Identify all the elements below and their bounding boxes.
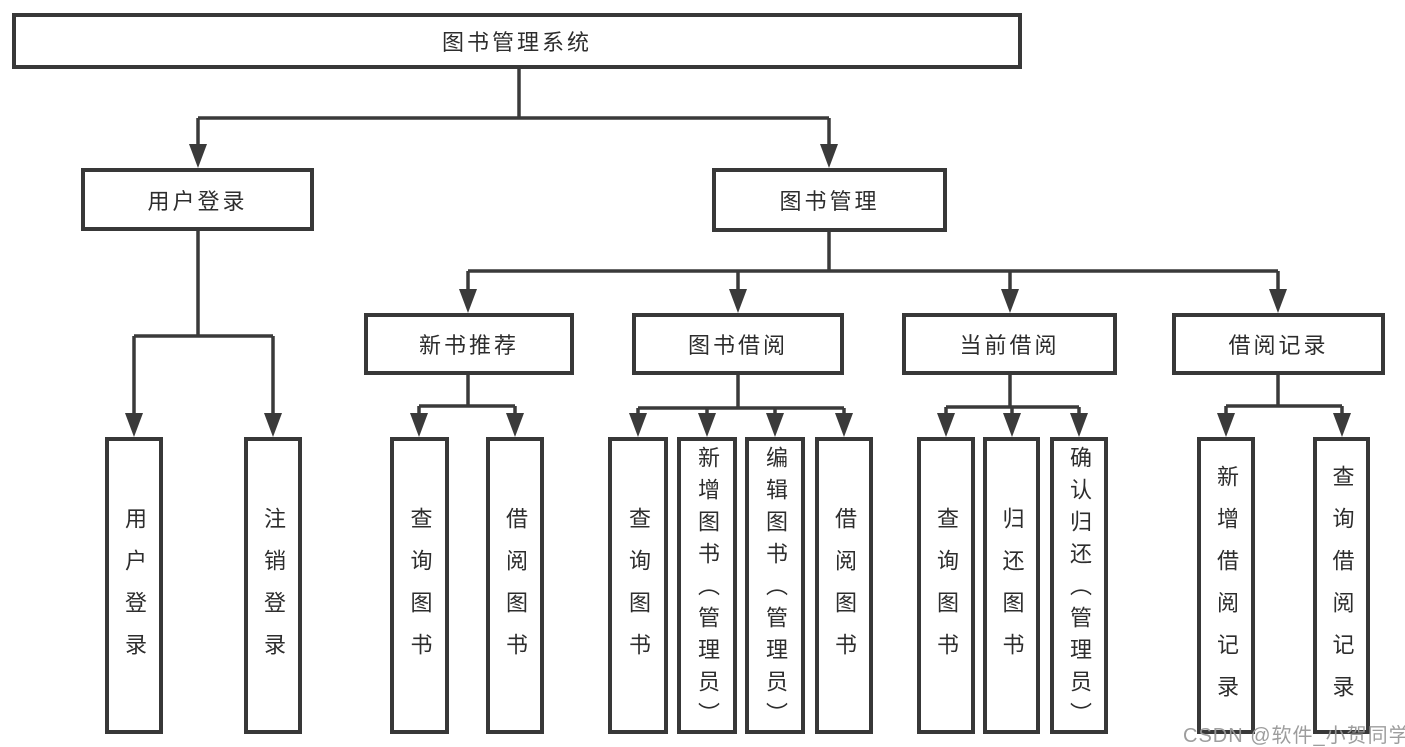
- leaf-borrowing-query-books: 查询图书: [608, 437, 668, 734]
- node-new-book-recommend: 新书推荐: [364, 313, 574, 375]
- leaf-add-books-admin-label: 新增图书（管理员）: [695, 446, 720, 734]
- node-library-system: 图书管理系统: [12, 13, 1022, 69]
- node-current-borrowing-label: 当前借阅: [959, 333, 1060, 358]
- watermark-text: CSDN @软件_小贺同学: [1183, 725, 1405, 747]
- leaf-recommend-query-books-label: 查询图书: [407, 506, 433, 675]
- node-user-login: 用户登录: [81, 168, 314, 231]
- leaf-logout-label: 注销登录: [261, 506, 286, 675]
- leaf-current-query-books-label: 查询图书: [934, 506, 959, 675]
- leaf-query-borrow-record-label: 查询借阅记录: [1329, 464, 1355, 717]
- leaf-logout: 注销登录: [244, 437, 302, 734]
- leaf-edit-books-admin: 编辑图书（管理员）: [745, 437, 805, 734]
- leaf-user-login: 用户登录: [105, 437, 163, 734]
- leaf-confirm-return-admin: 确认归还（管理员）: [1050, 437, 1108, 734]
- leaf-current-query-books: 查询图书: [917, 437, 975, 734]
- leaf-borrowing-borrow-books-label: 借阅图书: [832, 506, 857, 675]
- leaf-return-books: 归还图书: [983, 437, 1040, 734]
- node-new-book-recommend-label: 新书推荐: [418, 333, 519, 358]
- node-library-system-label: 图书管理系统: [441, 30, 592, 55]
- leaf-borrowing-query-books-label: 查询图书: [626, 506, 651, 675]
- node-borrowing-records: 借阅记录: [1172, 313, 1385, 375]
- node-book-management-label: 图书管理: [779, 189, 880, 214]
- leaf-add-books-admin: 新增图书（管理员）: [677, 437, 737, 734]
- leaf-recommend-borrow-books: 借阅图书: [486, 437, 544, 734]
- leaf-user-login-label: 用户登录: [122, 506, 147, 675]
- node-current-borrowing: 当前借阅: [902, 313, 1117, 375]
- leaf-query-borrow-record: 查询借阅记录: [1313, 437, 1370, 734]
- leaf-edit-books-admin-label: 编辑图书（管理员）: [763, 446, 788, 734]
- leaf-return-books-label: 归还图书: [999, 506, 1025, 675]
- leaf-add-borrow-record-label: 新增借阅记录: [1214, 464, 1239, 717]
- node-user-login-label: 用户登录: [147, 188, 248, 214]
- node-book-management: 图书管理: [712, 168, 947, 232]
- node-book-borrowing-label: 图书借阅: [687, 333, 788, 358]
- leaf-add-borrow-record: 新增借阅记录: [1197, 437, 1255, 734]
- leaf-recommend-query-books: 查询图书: [390, 437, 449, 734]
- node-book-borrowing: 图书借阅: [632, 313, 844, 375]
- leaf-recommend-borrow-books-label: 借阅图书: [503, 506, 528, 675]
- leaf-confirm-return-admin-label: 确认归还（管理员）: [1067, 446, 1092, 734]
- node-borrowing-records-label: 借阅记录: [1228, 333, 1329, 358]
- leaf-borrowing-borrow-books: 借阅图书: [815, 437, 873, 734]
